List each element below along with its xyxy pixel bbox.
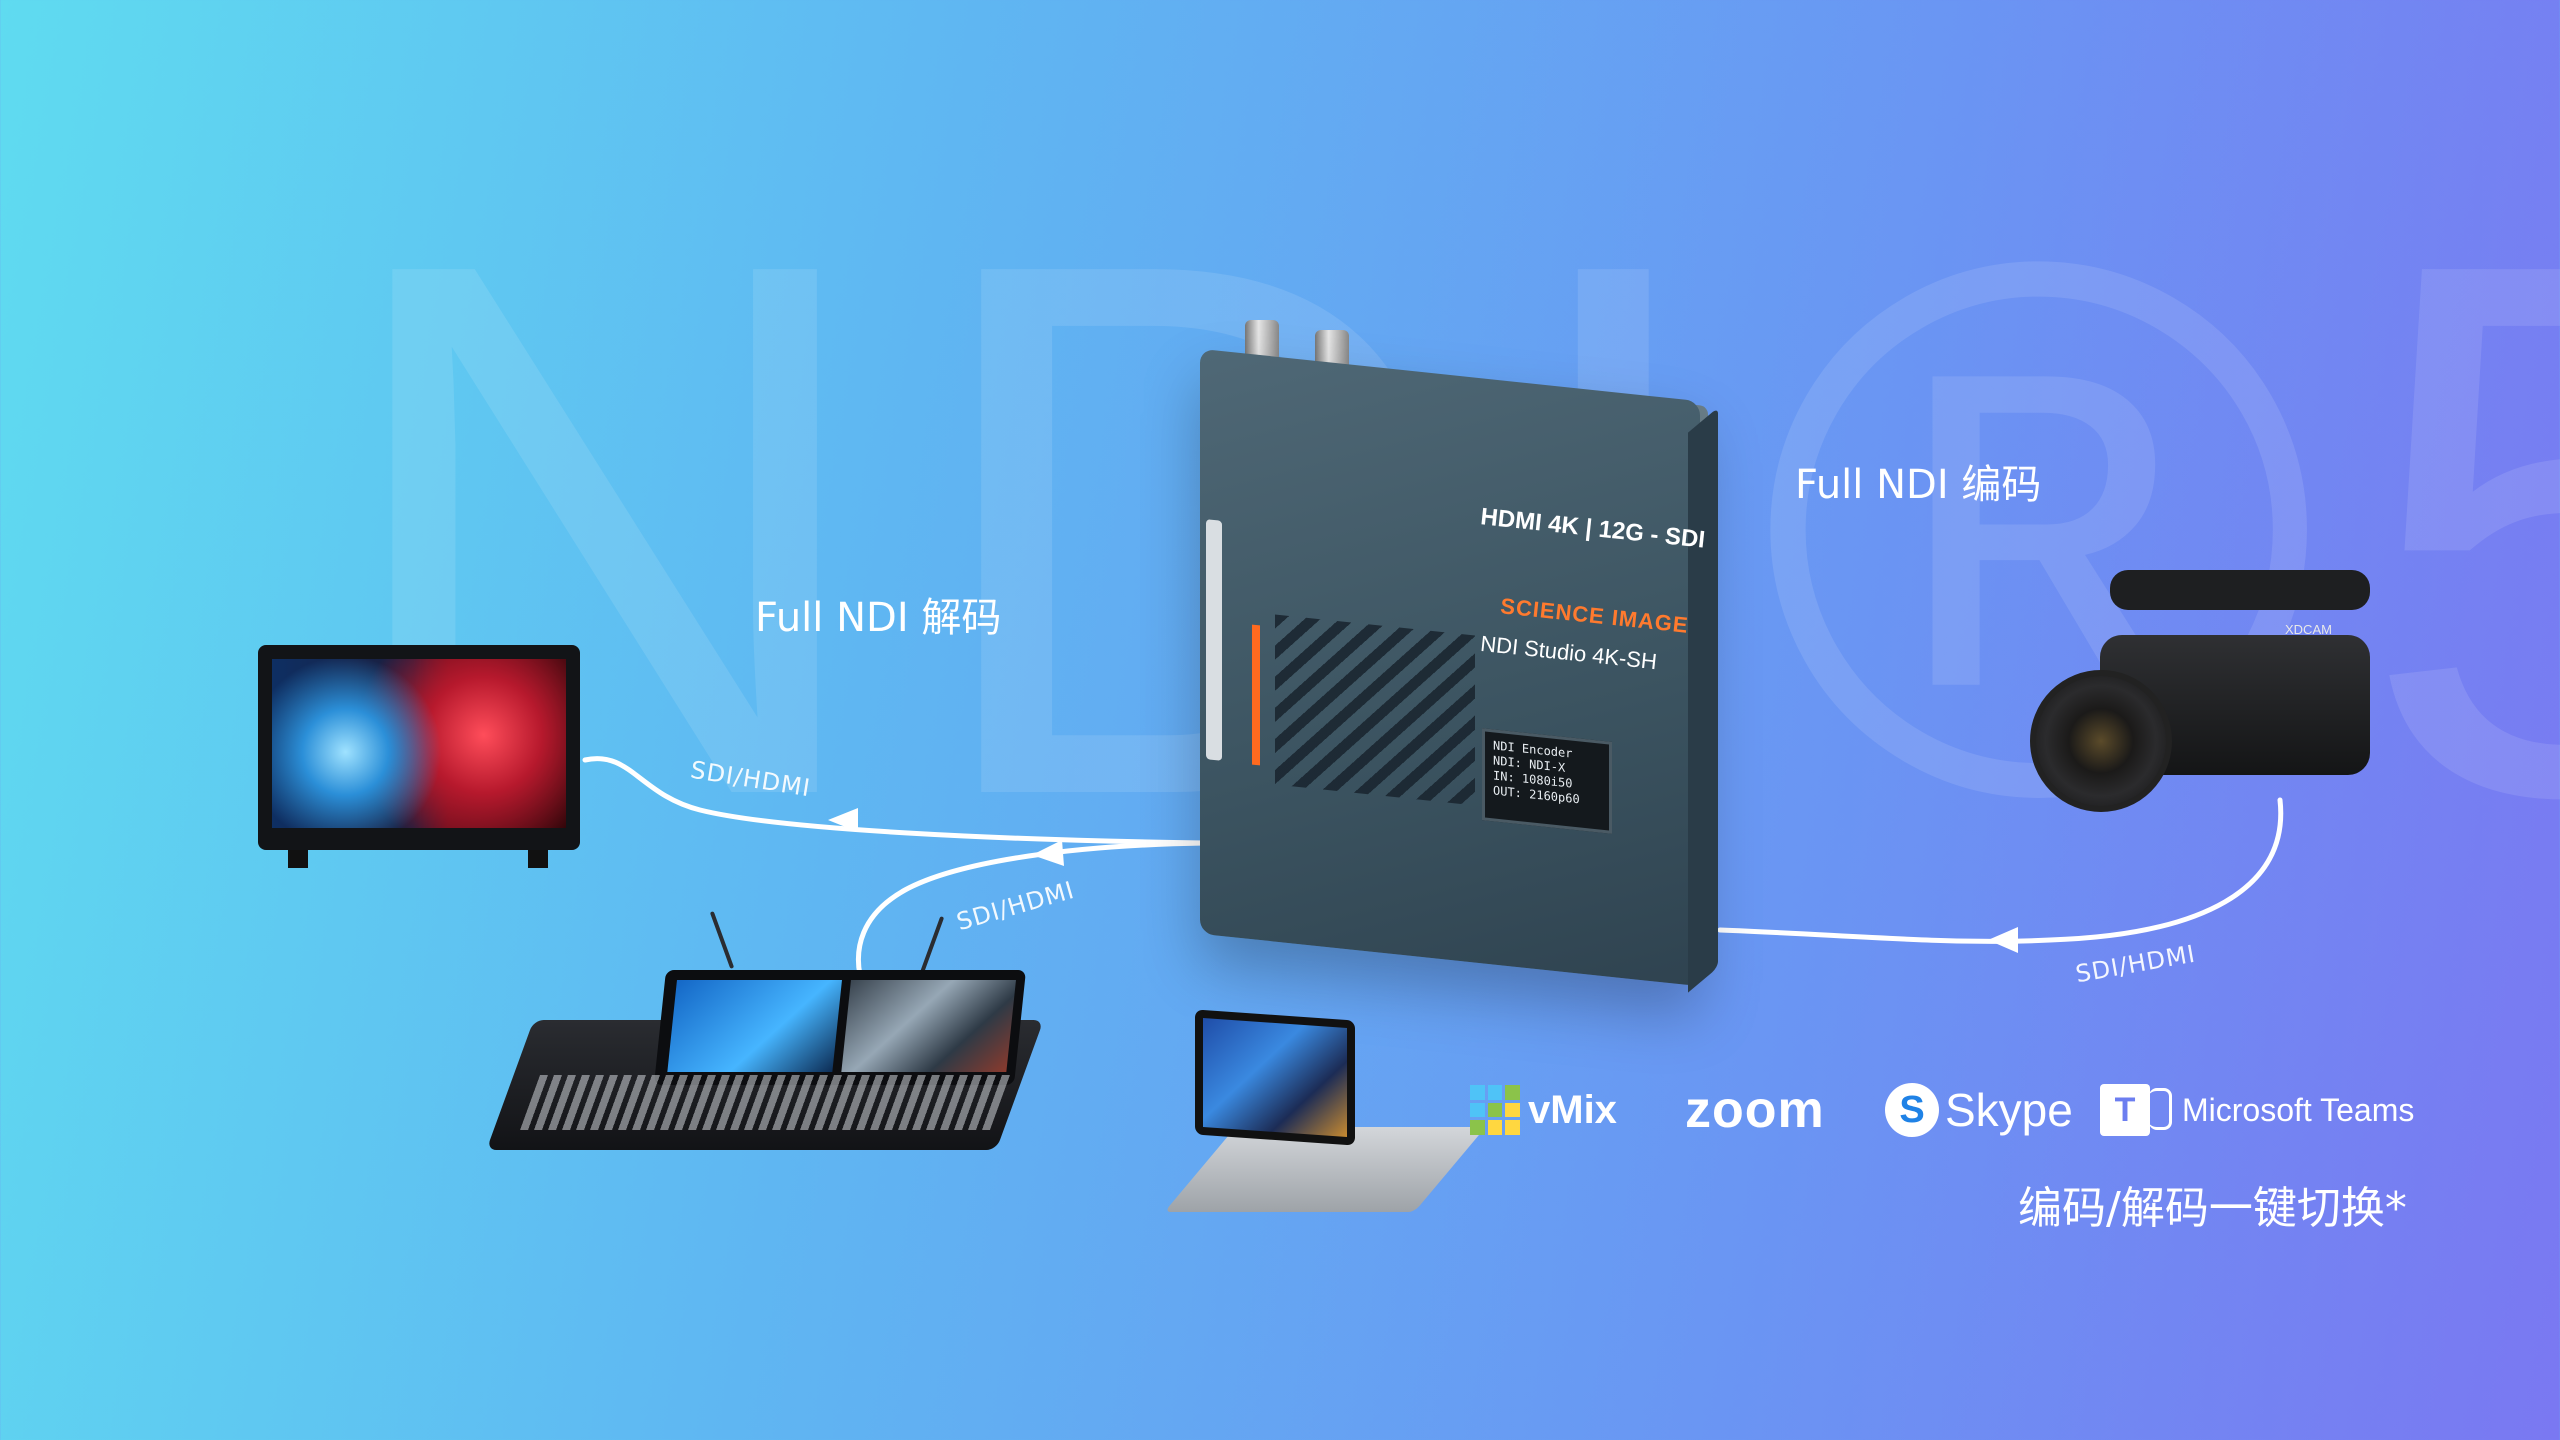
camcorder-badge: XDCAM — [2285, 622, 2332, 637]
microsoft-teams-logo: T Microsoft Teams — [2100, 1075, 2414, 1145]
laptop-display — [1203, 1017, 1347, 1138]
skype-icon: S — [1885, 1083, 1939, 1137]
switcher-screen-left — [667, 980, 842, 1072]
vmix-logo: vMix — [1470, 1075, 1617, 1145]
encoder-vent — [1275, 614, 1475, 806]
skype-text: Skype — [1945, 1084, 2073, 1136]
cable-monitor — [582, 756, 1208, 846]
monitor-screen — [272, 659, 566, 828]
monitor-device — [258, 645, 580, 868]
cable-monitor-arrow — [828, 808, 858, 832]
zoom-logo: zoom — [1685, 1075, 1825, 1145]
label-encode: Full NDI 编码 — [1795, 462, 2042, 508]
encoder-lcd: NDI Encoder NDI: NDI-X IN: 1080i50 OUT: … — [1482, 728, 1612, 834]
software-logos: vMix zoom S Skype T Microsoft Teams — [1470, 1075, 2420, 1145]
switcher-keys — [519, 1075, 1011, 1130]
vmix-grid-icon — [1470, 1085, 1520, 1135]
cable-camera — [1717, 797, 2284, 944]
gooseneck-lamp-right — [919, 916, 945, 974]
gooseneck-lamp-left — [709, 911, 735, 969]
switcher-screens — [653, 970, 1027, 1085]
encoder-handle — [1206, 519, 1222, 761]
teams-text: Microsoft Teams — [2182, 1091, 2415, 1128]
cable-switcher — [855, 840, 1208, 978]
encoder-orange-stripe — [1252, 624, 1260, 766]
vmix-text: vMix — [1528, 1087, 1617, 1132]
laptop-device — [1164, 1009, 1486, 1225]
monitor-foot-left — [288, 850, 308, 868]
cable-switcher-arrow — [1032, 840, 1064, 866]
skype-logo: S Skype — [1885, 1075, 2073, 1145]
encoder-side-panel — [1688, 407, 1718, 993]
zoom-text: zoom — [1685, 1081, 1825, 1139]
camcorder-handle — [2110, 570, 2370, 610]
label-decode: Full NDI 解码 — [755, 595, 1002, 641]
camcorder-lens — [2030, 670, 2172, 812]
teams-icon: T — [2100, 1084, 2172, 1136]
ndi-encoder-device: HDMI 4K | 12G - SDI SCIENCE IMAGE NDI St… — [1200, 320, 1730, 993]
switcher-screen-right — [841, 980, 1016, 1072]
cable-camera-arrow — [1988, 927, 2018, 953]
laptop-screen — [1195, 1009, 1355, 1146]
camcorder-device: XDCAM — [2030, 550, 2390, 840]
video-switcher-device — [486, 900, 1044, 1190]
monitor-foot-right — [528, 850, 548, 868]
label-encode-decode-switch: 编码/解码一键切换* — [2018, 1183, 2407, 1234]
